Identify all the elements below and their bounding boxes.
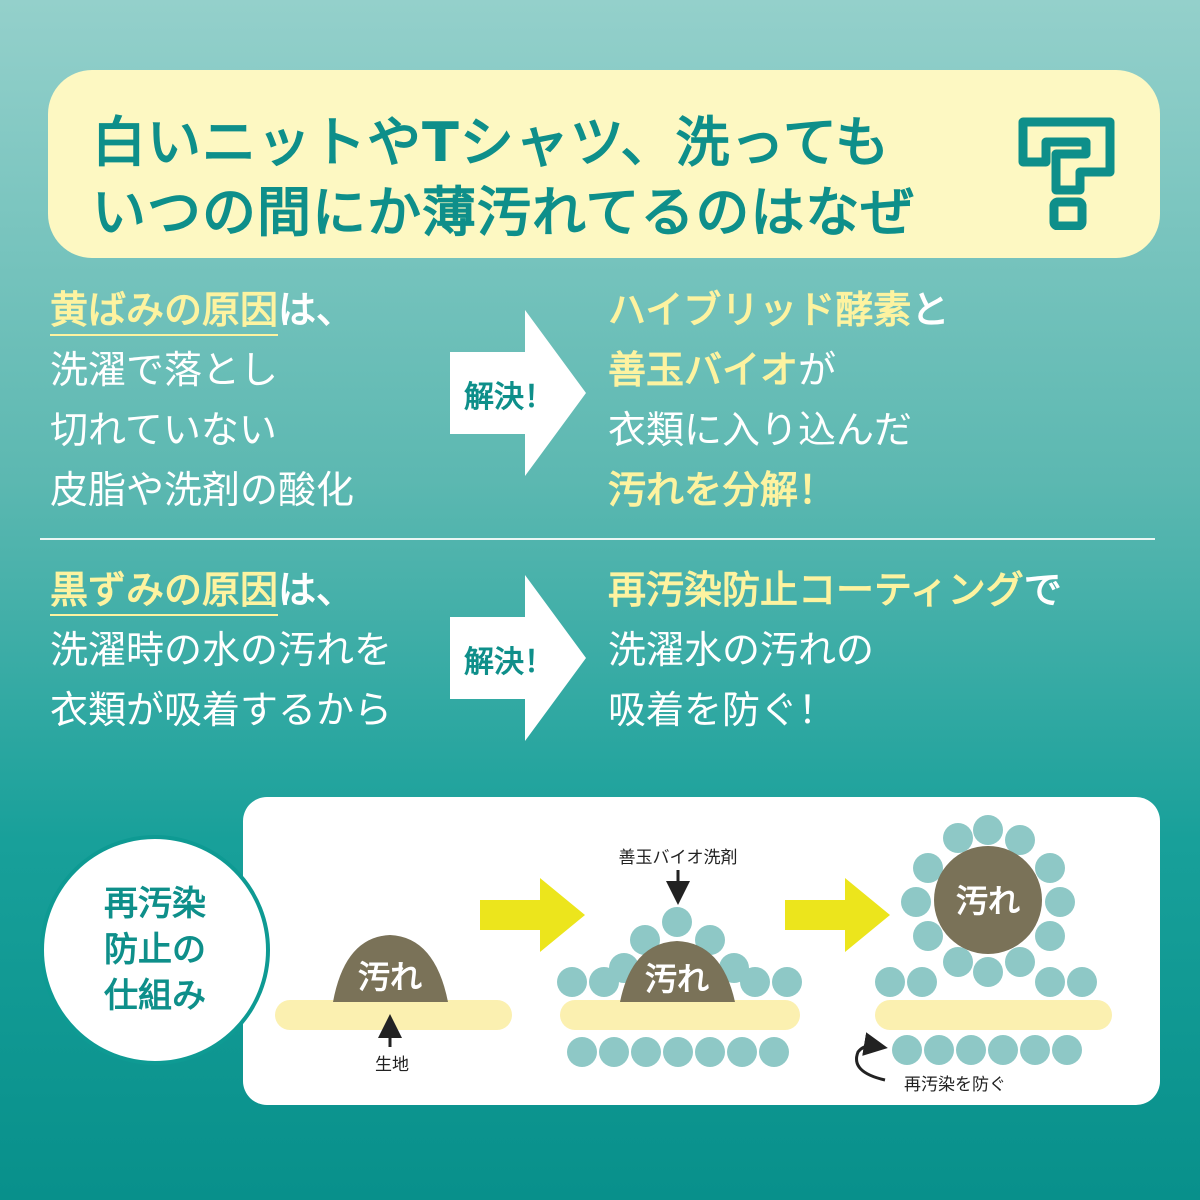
fabric-label: 生地 <box>375 1055 409 1075</box>
detergent-particle <box>1035 853 1065 883</box>
detergent-particle <box>956 1035 986 1065</box>
detergent-particle <box>599 1037 629 1067</box>
fabric <box>275 1000 512 1030</box>
yellow-arrow-icon <box>480 878 585 952</box>
right-arrow-icon <box>450 575 586 741</box>
darkening-cause: 黒ずみの原因は、 洗濯時の水の汚れを 衣類が吸着するから <box>50 560 392 740</box>
badge-label: 再汚染防止の仕組み <box>104 884 206 1016</box>
detergent-particle <box>988 1035 1018 1065</box>
detergent-particle <box>973 957 1003 987</box>
detergent-particle <box>727 1037 757 1067</box>
detergent-particle <box>630 925 660 955</box>
detergent-particle <box>1035 967 1065 997</box>
detergent-particle <box>901 887 931 917</box>
yellowing-solution: ハイブリッド酵素と 善玉バイオが 衣類に入り込んだ 汚れを分解！ <box>608 280 949 520</box>
fabric <box>560 1000 800 1030</box>
dirt-label: 汚れ <box>645 960 709 998</box>
detergent-particle <box>1067 967 1097 997</box>
title-line-1: 白いニットやTシャツ、洗っても <box>92 111 891 174</box>
detergent-particle <box>1045 887 1075 917</box>
dirt-label: 汚れ <box>956 882 1020 920</box>
cause-suffix: は、 <box>278 288 355 332</box>
cause-line: 皮脂や洗剤の酸化 <box>50 468 355 512</box>
dirt-label: 汚れ <box>358 958 422 996</box>
detergent-particle <box>892 1035 922 1065</box>
detergent-label: 善玉バイオ洗剤 <box>619 848 738 868</box>
detergent-particle <box>913 853 943 883</box>
solution-suffix: で <box>1023 568 1062 612</box>
cause-suffix: は、 <box>278 568 355 612</box>
solve-arrow: 解決！ <box>450 310 590 480</box>
detergent-particle <box>1052 1035 1082 1065</box>
detergent-particle <box>557 967 587 997</box>
detergent-particles <box>567 1037 789 1067</box>
detergent-particle <box>631 1037 661 1067</box>
yellowing-cause-highlight: 黄ばみの原因 <box>50 288 279 336</box>
detergent-particle <box>913 921 943 951</box>
yellowing-cause: 黄ばみの原因は、 洗濯で落とし 切れていない 皮脂や洗剤の酸化 <box>50 280 354 520</box>
detergent-particle <box>589 967 619 997</box>
detergent-particle <box>662 907 692 937</box>
detergent-particle <box>1005 825 1035 855</box>
cause-line: 洗濯で落とし <box>50 348 279 392</box>
title-banner: 白いニットやTシャツ、洗っても いつの間にか薄汚れてるのはなぜ <box>48 70 1160 258</box>
solve-label: 解決！ <box>464 645 554 680</box>
cause-line: 切れていない <box>50 408 277 452</box>
solution-line: 衣類に入り込んだ <box>608 408 913 452</box>
detergent-particle <box>943 823 973 853</box>
detergent-particle <box>740 967 770 997</box>
solution-line: 吸着を防ぐ！ <box>608 688 837 732</box>
detergent-particle <box>663 1037 693 1067</box>
detergent-particle <box>907 967 937 997</box>
question-mark-icon <box>1018 117 1115 230</box>
title-line-2: いつの間にか薄汚れてるのはなぜ <box>92 181 916 244</box>
solve-arrow: 解決！ <box>450 575 590 745</box>
solution-suffix: と <box>911 288 950 332</box>
solution-highlight: 再汚染防止コーティング <box>608 568 1024 612</box>
darkening-cause-highlight: 黒ずみの原因 <box>50 568 279 616</box>
dirt <box>333 935 448 1002</box>
darkening-solution: 再汚染防止コーティングで 洗濯水の汚れの 吸着を防ぐ！ <box>608 560 1062 740</box>
right-arrow-icon <box>450 310 586 476</box>
curved-arrow-icon <box>855 1032 888 1082</box>
solution-highlight: ハイブリッド酵素 <box>608 288 912 332</box>
detergent-particle <box>695 1037 725 1067</box>
cause-line: 衣類が吸着するから <box>50 688 393 732</box>
detergent-particle <box>695 925 725 955</box>
solution-line: 洗濯水の汚れの <box>608 628 875 672</box>
detergent-particle <box>759 1037 789 1067</box>
prevent-label: 再汚染を防ぐ <box>904 1075 1006 1095</box>
detergent-particle <box>943 947 973 977</box>
dirt <box>620 941 735 1002</box>
fabric <box>875 1000 1112 1030</box>
detergent-particles <box>892 1035 1082 1065</box>
solution-highlight: 善玉バイオ <box>608 348 799 392</box>
detergent-particle <box>924 1035 954 1065</box>
detergent-particle <box>1035 921 1065 951</box>
detergent-particle <box>772 967 802 997</box>
detergent-particle <box>875 967 905 997</box>
detergent-particle <box>567 1037 597 1067</box>
yellow-arrow-icon <box>785 878 890 952</box>
cause-line: 洗濯時の水の汚れを <box>50 628 393 672</box>
detergent-particles <box>557 907 802 997</box>
detergent-particle <box>1020 1035 1050 1065</box>
solution-highlight: 汚れを分解！ <box>608 468 837 512</box>
mechanism-badge: 再汚染防止の仕組み <box>40 835 270 1065</box>
solve-label: 解決！ <box>464 380 554 415</box>
detergent-particle <box>973 815 1003 845</box>
detergent-particles <box>875 815 1097 997</box>
section-divider <box>40 538 1155 540</box>
solution-suffix: が <box>798 348 837 392</box>
detergent-particle <box>1005 947 1035 977</box>
dirt <box>934 846 1042 954</box>
